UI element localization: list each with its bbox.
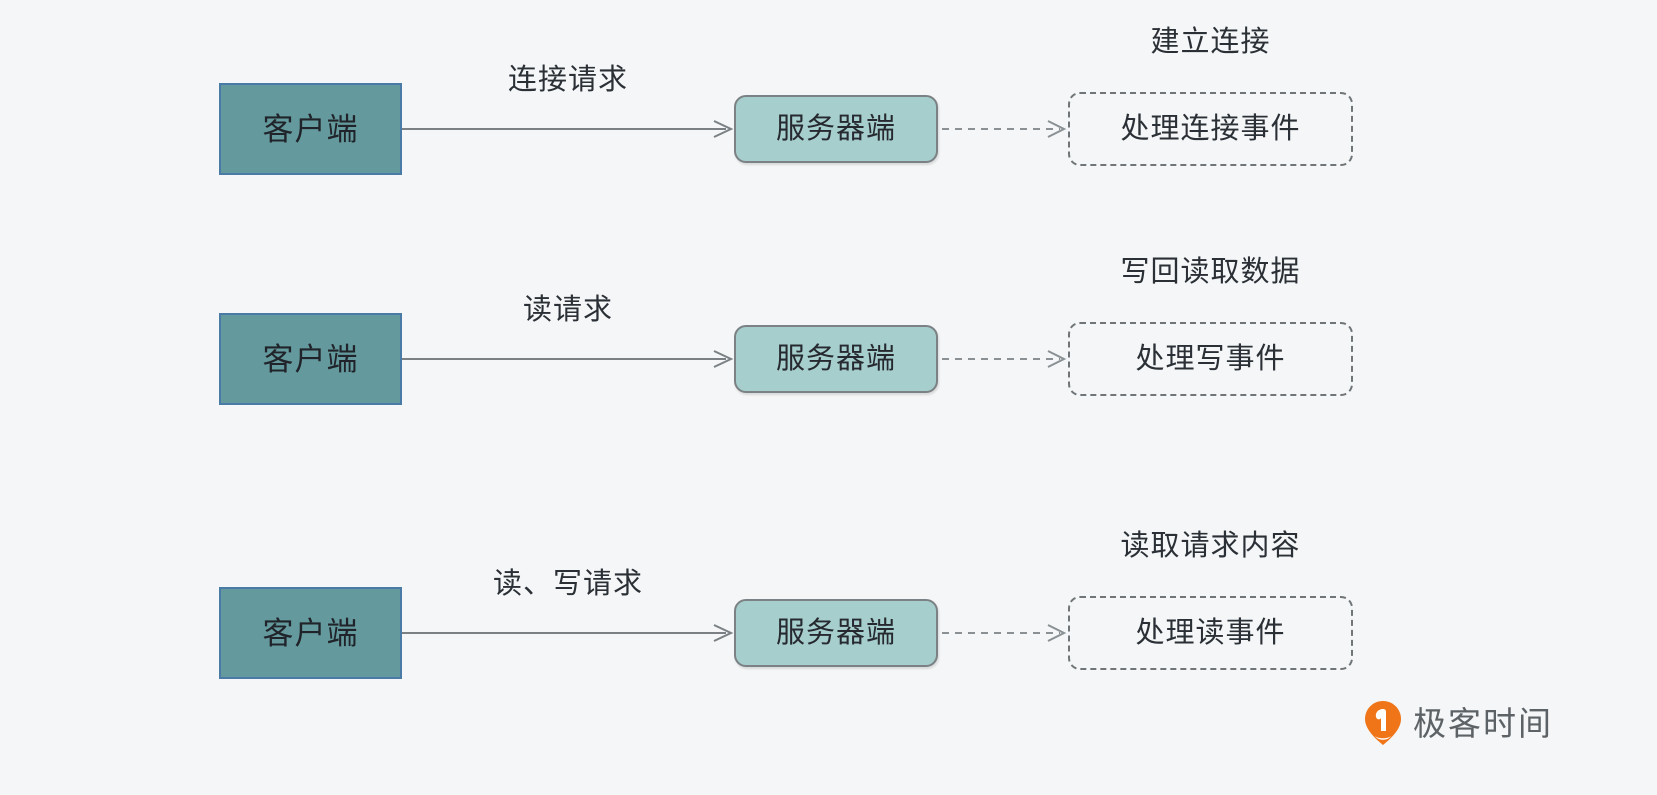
event-box[interactable]: 处理连接事件 [1068, 92, 1353, 166]
server-box-label: 服务器端 [775, 616, 896, 649]
event-box[interactable]: 处理读事件 [1068, 596, 1353, 670]
server-box-label: 服务器端 [775, 112, 896, 145]
server-box-label: 服务器端 [775, 342, 896, 375]
event-box[interactable]: 处理写事件 [1068, 322, 1353, 396]
watermark-brand: 极客时间 [1413, 704, 1553, 742]
server-box[interactable]: 服务器端 [734, 325, 938, 393]
event-box-label: 处理连接事件 [1120, 112, 1301, 145]
event-caption: 读取请求内容 [1120, 530, 1301, 562]
client-box-label: 客户端 [262, 111, 359, 147]
location-pin-icon [1365, 701, 1401, 745]
flow-row: 客户端 连接请求 服务器端 建立连接 处理连接事件 [0, 26, 1657, 226]
watermark: 极客时间 [1363, 700, 1553, 746]
event-box-label: 处理写事件 [1135, 342, 1286, 375]
event-caption: 写回读取数据 [1120, 256, 1301, 288]
event-box-label: 处理读事件 [1135, 616, 1286, 649]
flow-row: 客户端 读、写请求 服务器端 读取请求内容 处理读事件 [0, 530, 1657, 730]
request-arrow-label: 读、写请求 [492, 568, 643, 600]
request-arrow-label: 读请求 [522, 294, 613, 326]
request-arrow-label: 连接请求 [507, 64, 628, 96]
event-caption: 建立连接 [1150, 26, 1271, 58]
client-box-label: 客户端 [262, 341, 359, 377]
client-box-label: 客户端 [262, 615, 359, 651]
server-box[interactable]: 服务器端 [734, 95, 938, 163]
flow-row: 客户端 读请求 服务器端 写回读取数据 处理写事件 [0, 256, 1657, 456]
client-box[interactable]: 客户端 [219, 587, 402, 679]
server-box[interactable]: 服务器端 [734, 599, 938, 667]
client-box[interactable]: 客户端 [219, 313, 402, 405]
client-box[interactable]: 客户端 [219, 83, 402, 175]
